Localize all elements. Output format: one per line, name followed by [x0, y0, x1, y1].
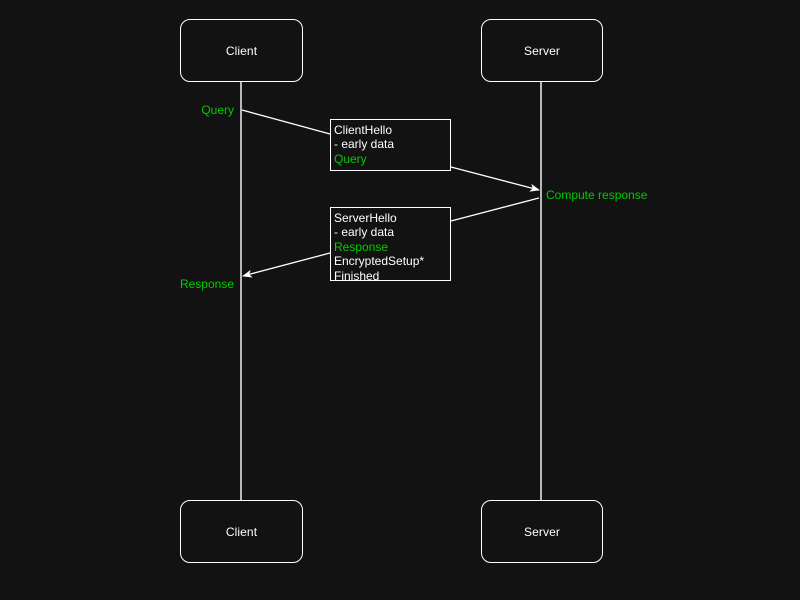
message-line-finished: Finished: [334, 268, 380, 283]
message-line-clienthello: ClientHello: [334, 123, 393, 137]
participant-client-top-label: Client: [225, 43, 258, 58]
participant-server-top[interactable]: Server: [481, 19, 603, 82]
message-line-serverhello-early-data: - early data: [334, 225, 395, 240]
message-line-clienthello-query: Query: [334, 151, 367, 166]
connector-client-to-clienthello: [241, 109, 331, 135]
message-box-client-hello[interactable]: ClientHello - early data Query: [330, 119, 451, 171]
participant-server-top-label: Server: [524, 43, 560, 58]
message-box-server-hello[interactable]: ServerHello - early data Response Encryp…: [330, 207, 451, 283]
participant-client-top[interactable]: Client: [180, 19, 303, 82]
message-line-encrypted-setup: EncryptedSetup*: [334, 254, 425, 269]
label-query: Query: [201, 103, 234, 117]
message-line-serverhello: ServerHello: [334, 211, 397, 225]
label-compute-response: Compute response: [546, 188, 648, 202]
message-line-clienthello-early-data: - early data: [334, 137, 395, 152]
participant-client-bottom-label: Client: [225, 524, 258, 539]
arrow-clienthello-to-server: [450, 166, 540, 192]
participant-client-bottom[interactable]: Client: [180, 500, 303, 563]
participant-server-bottom[interactable]: Server: [481, 500, 603, 563]
arrow-serverhello-to-client: [242, 252, 331, 278]
participant-server-bottom-label: Server: [524, 524, 560, 539]
connector-server-to-serverhello: [450, 197, 540, 222]
label-response: Response: [179, 277, 234, 291]
message-line-serverhello-response: Response: [334, 239, 389, 254]
